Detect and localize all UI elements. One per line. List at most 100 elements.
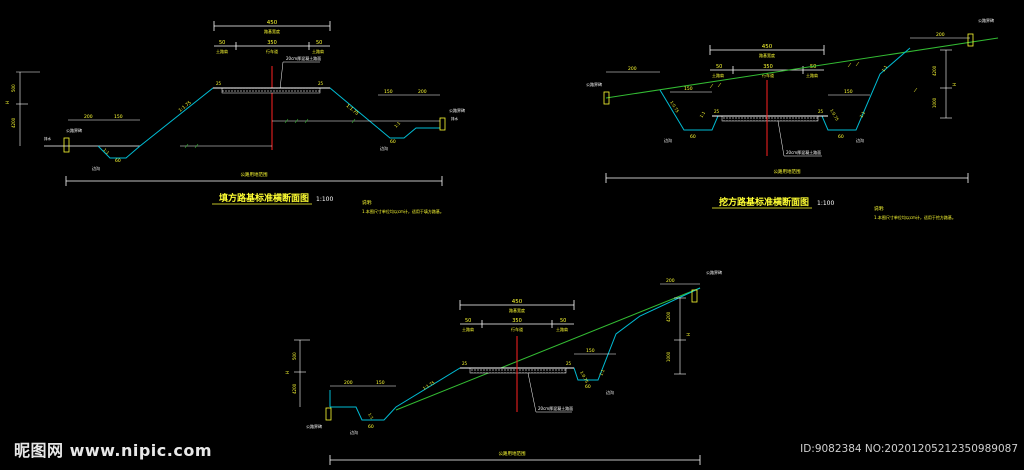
fill-ditch-label-r: 边沟 [380, 145, 388, 151]
cut-side-label-l: 公路界碑 [586, 81, 602, 87]
cut-dim-left-sub: 土路肩 [712, 72, 724, 78]
cut-bottom-label: 公路用地范围 [774, 168, 801, 175]
fill-dim-right-sub: 土路肩 [312, 48, 324, 54]
half-dim-left: 50 [465, 318, 471, 324]
cut-dim-mid-sub: 行车道 [762, 72, 774, 78]
half-dim-total-sub: 路基宽度 [509, 307, 525, 313]
cut-scale: 1:100 [817, 200, 834, 207]
cut-boundary-marker-l [603, 91, 610, 105]
fill-side-label-l: 公路界碑 [66, 127, 82, 133]
half-dim-mid: 350 [512, 318, 522, 324]
half-ditch-label-r: 边沟 [606, 389, 614, 395]
fill-pavement-layer [221, 87, 321, 94]
half-height-4200-r: 4200 [666, 311, 671, 322]
cut-left-200: 200 [628, 66, 637, 72]
half-slope-r1: 1:0.75 [579, 370, 590, 384]
cut-note-body: 1.本图尺寸单位均以cm计，适用于挖方路基。 [874, 214, 956, 220]
fill-dim-total: 450 [267, 20, 278, 26]
cut-left-150: 150 [684, 86, 693, 92]
cut-height-4200: 4200 [932, 65, 937, 76]
cut-pavement-note: 20cm厚混凝土路面 [786, 149, 821, 155]
cut-ditch-label-r: 边沟 [856, 137, 864, 143]
fill-boundary-marker-l [63, 137, 70, 153]
fill-dim-left: 50 [219, 40, 225, 46]
fill-pavement-note: 20cm厚混凝土路面 [286, 55, 321, 61]
cut-dim-total: 450 [762, 44, 773, 50]
half-dim-total: 450 [512, 299, 523, 305]
cut-right-150: 150 [844, 89, 853, 95]
cut-ditch-label-l: 边沟 [664, 137, 672, 143]
fill-left-200: 200 [84, 114, 93, 120]
fill-bottom-label: 公路用地范围 [241, 171, 268, 178]
half-height-1000-r: 1000 [666, 351, 671, 362]
fill-dim-mid: 350 [267, 40, 277, 46]
half-edge-r: 25 [566, 361, 572, 366]
half-slope-r2: 1:1 [598, 368, 605, 376]
half-height-h-l: H [285, 371, 290, 374]
half-dim-right-sub: 土路肩 [556, 326, 568, 332]
fill-note-body: 1.本图尺寸单位均以cm计，适用于填方路基。 [362, 208, 444, 214]
half-pavement-note: 20cm厚混凝土路面 [538, 405, 573, 411]
fill-slope-ditch-r: 1:1 [393, 120, 401, 128]
fill-slope-ditch-l: 1:1 [102, 147, 110, 155]
half-side-label-r: 公路界碑 [706, 269, 722, 275]
half-dim-right: 50 [560, 318, 566, 324]
fill-right-150: 150 [384, 89, 393, 95]
fill-section-drawing: 450 路基宽度 50 土路肩 350 行车道 50 土路肩 20cm厚混凝土路… [5, 20, 465, 214]
half-edge-l: 25 [462, 361, 468, 366]
fill-height-4200: 4200 [11, 117, 16, 128]
fill-ditch-left [97, 145, 141, 159]
half-ditch-label-l: 边沟 [350, 429, 358, 435]
fill-embankment-outline [139, 87, 379, 147]
half-height-4200-l: 4200 [292, 383, 297, 394]
cut-side-label-r: 公路界碑 [978, 17, 994, 23]
half-left-200: 200 [344, 380, 353, 386]
half-top-right-200: 200 [666, 278, 675, 284]
cut-slope-r1: 1:0.75 [829, 108, 840, 122]
cut-dim-right: 50 [810, 64, 816, 70]
fill-drain-label-r: 排水 [451, 116, 459, 121]
watermark-id: ID:9082384 NO:20201205212350989087 [800, 443, 1018, 455]
fill-edge-left: 25 [216, 81, 222, 86]
half-height-h-r: H [686, 333, 691, 336]
cut-dim-total-sub: 路基宽度 [759, 52, 775, 58]
half-boundary-marker-l [325, 407, 332, 421]
half-ground-line [395, 287, 701, 411]
fill-title: 填方路基标准横断面图 [219, 192, 309, 204]
half-side-label-l: 公路界碑 [306, 423, 322, 429]
cut-edge-r: 25 [818, 109, 824, 114]
half-pavement-layer [469, 367, 567, 374]
cut-slope-l1: 1:0.75 [669, 100, 680, 114]
half-slope-l: 1:1.75 [422, 380, 436, 391]
fill-dim-left-sub: 土路肩 [216, 48, 228, 54]
fill-ditch-width-r: 60 [390, 139, 396, 145]
cut-ground-line [605, 37, 999, 99]
fill-right-200: 200 [418, 89, 427, 95]
half-ditch-width-l: 60 [368, 424, 374, 430]
half-dim-mid-sub: 行车道 [511, 326, 523, 332]
fill-dim-right: 50 [316, 40, 322, 46]
cut-edge-l: 25 [714, 109, 720, 114]
half-right-150: 150 [586, 348, 595, 354]
fill-drain-label-l: 排水 [44, 136, 51, 141]
fill-note-title: 说明: [362, 199, 373, 206]
fill-boundary-marker-r [439, 117, 446, 131]
fill-edge-right: 25 [318, 81, 324, 86]
fill-dim-total-sub: 路基宽度 [264, 28, 280, 34]
fill-left-150: 150 [114, 114, 123, 120]
cut-ditch-width-l: 60 [690, 134, 696, 140]
cut-dim-right-sub: 土路肩 [806, 72, 818, 78]
cut-pavement-layer [721, 115, 819, 122]
cut-slope-l2: 1:1 [699, 110, 707, 118]
fill-ditch-right [377, 127, 440, 139]
fill-ditch-width-l: 60 [115, 158, 121, 164]
cut-note-title: 说明: [874, 205, 885, 212]
cut-height-1000: 1000 [932, 97, 937, 108]
fill-side-label-r: 公路界碑 [449, 107, 465, 113]
half-section-drawing: 450 路基宽度 50 土路肩 350 行车道 50 土路肩 20cm厚混凝土路… [285, 269, 722, 465]
half-left-150: 150 [376, 380, 385, 386]
cut-boundary-marker-r [967, 33, 974, 47]
half-ditch-width-r: 60 [585, 384, 591, 390]
half-bottom-label: 公路用地范围 [499, 450, 526, 457]
